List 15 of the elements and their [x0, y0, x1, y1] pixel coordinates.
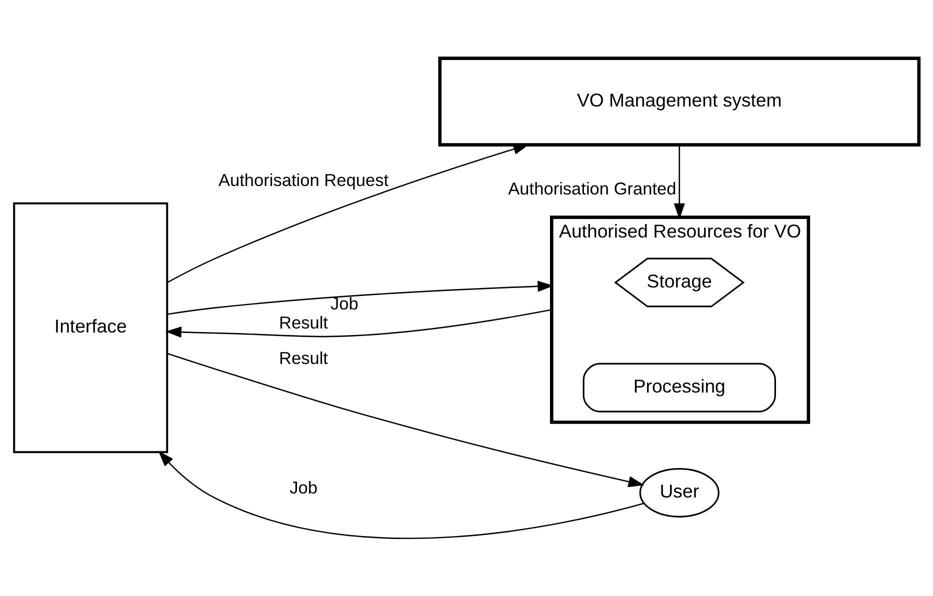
edge-label: Result [279, 312, 328, 332]
edge-label: Job [330, 292, 358, 313]
arrow [158, 450, 644, 538]
arrow [674, 144, 685, 219]
edge-label: Job [290, 476, 318, 497]
node-box: VO Management system [438, 56, 921, 146]
node-ellipse: User [639, 468, 720, 517]
edge-label: Result [279, 348, 328, 368]
arrow [167, 352, 644, 487]
edge-label: Authorisation Granted [508, 178, 676, 198]
arrow [165, 308, 552, 338]
arrow [167, 280, 554, 314]
node-box: Processing [582, 362, 776, 412]
node-box: Interface [13, 202, 168, 453]
edge-label: Authorisation Request [218, 169, 389, 190]
